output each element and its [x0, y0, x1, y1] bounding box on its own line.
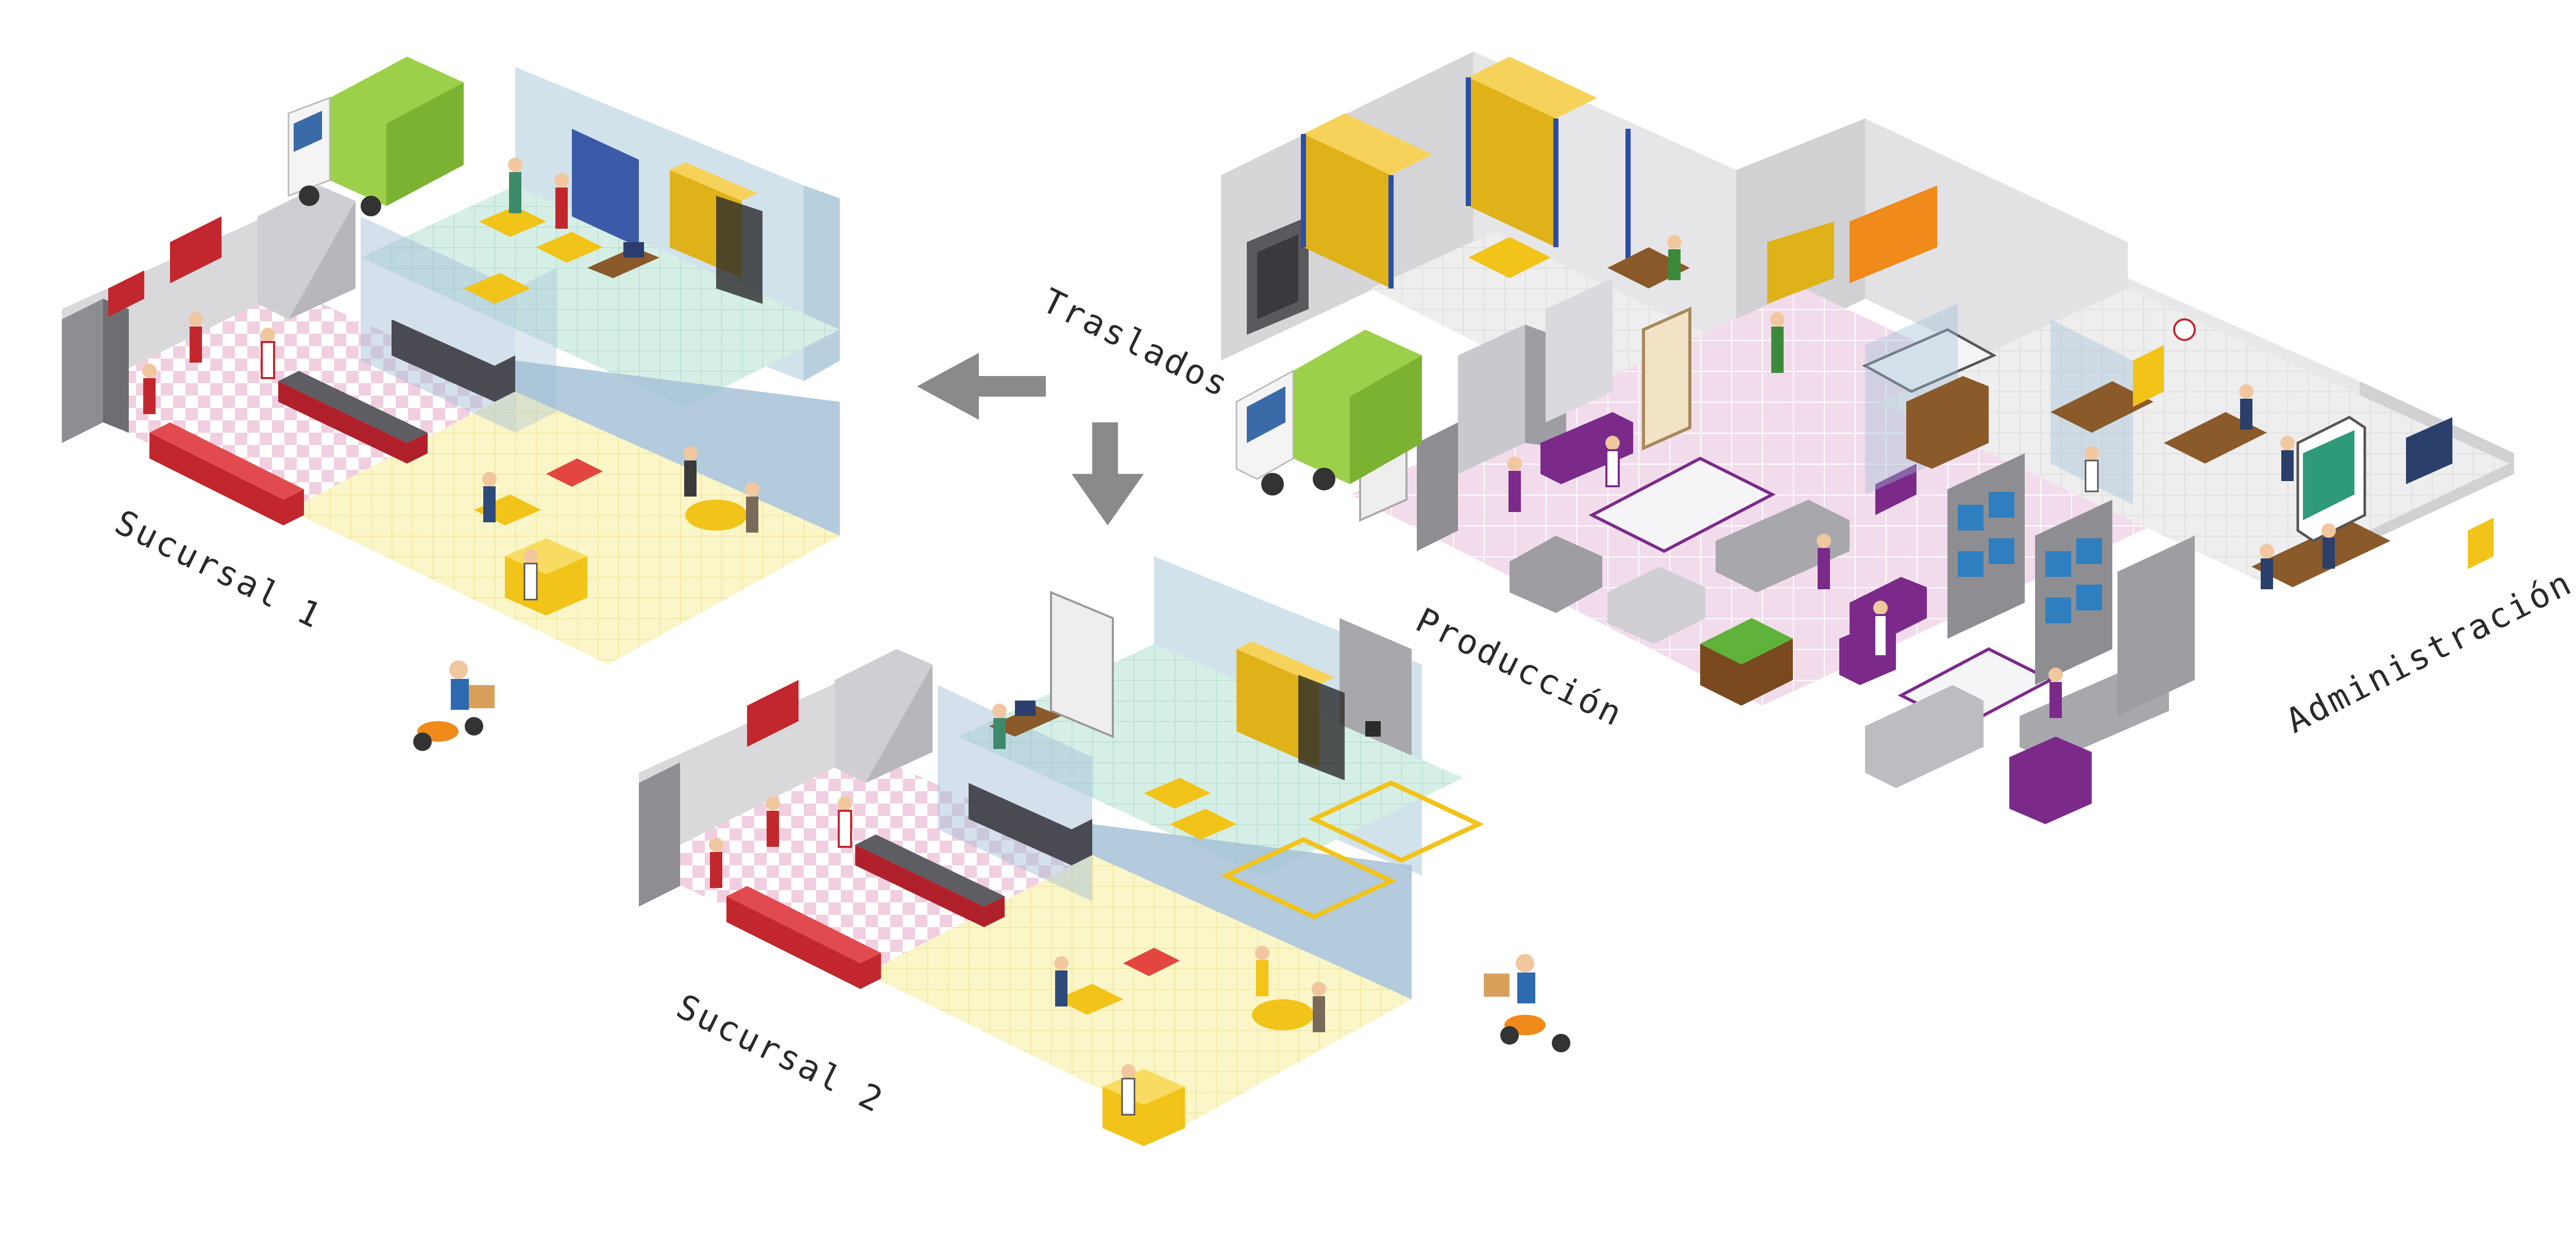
truck-icon: [1235, 330, 1422, 496]
storage-shelf: [1301, 57, 1937, 304]
arrow-left-icon: [917, 353, 1046, 420]
main-facility: [1221, 52, 2514, 824]
person-icon: [142, 158, 759, 601]
person-icon: [1507, 235, 2336, 718]
person-icon: [709, 704, 1326, 1116]
branch-2-building: [639, 556, 1484, 1146]
arrow-down-icon: [1072, 422, 1144, 525]
scooter-rider-icon: [1484, 954, 1570, 1052]
kitchen-equipment: [62, 185, 515, 525]
truck-icon: [287, 57, 464, 216]
storage-shelf: [572, 129, 762, 304]
dining-area: [474, 458, 747, 616]
oven-bank: [1947, 453, 2195, 716]
scooter-rider-icon: [413, 660, 495, 751]
branch-1-building: [62, 67, 840, 664]
